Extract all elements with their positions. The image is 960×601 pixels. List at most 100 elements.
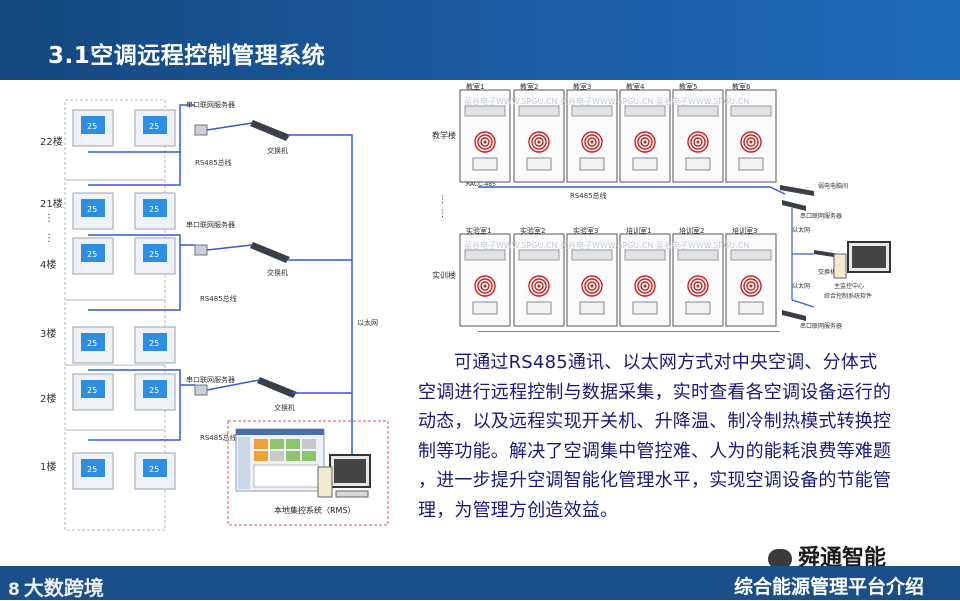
controller-icon <box>633 302 657 314</box>
thermostat-value: 25 <box>87 386 97 395</box>
switch-icon <box>250 242 290 263</box>
footer-title: 综合能源管理平台介绍 <box>734 572 924 599</box>
wireless-dot <box>644 285 647 288</box>
server-label: 串口联网服务器 <box>800 212 842 220</box>
switch-label: 交换机 <box>818 268 836 276</box>
ethernet-label: 以太网 <box>792 226 810 234</box>
thermostat-value: 25 <box>149 386 159 395</box>
controller-icon <box>633 158 657 170</box>
room-label: 教室2 <box>520 82 538 91</box>
thermostat-value: 25 <box>87 250 97 259</box>
controller-icon <box>527 158 551 170</box>
text-line: 制等功能。解决了空调集中管控难、人为的能耗浪费等难题 <box>418 437 923 467</box>
switch-icon <box>250 120 290 141</box>
ac-unit-icon <box>678 250 718 260</box>
server-label: 串口联网服务器 <box>800 322 842 330</box>
controller-icon <box>739 158 763 170</box>
logo-text: 大数跨境 <box>24 576 104 600</box>
page-title: 3.1空调远程控制管理系统 <box>48 36 325 70</box>
watermark: 蓝谷电子WWW.SPGU.CN 蓝谷电子WWW.SPGU.CN 蓝谷电子WWW.… <box>464 240 749 250</box>
wireless-dot <box>644 141 647 144</box>
wireless-dot <box>697 141 700 144</box>
room-label: 实验室2 <box>520 226 545 235</box>
bus-label: RS485总线 <box>200 433 237 442</box>
ac-unit-icon <box>625 106 665 116</box>
text-line: 理，为管理方创造效益。 <box>418 496 923 526</box>
controller-icon <box>739 302 763 314</box>
thermostat-value: 25 <box>149 465 159 474</box>
svg-text:⋮: ⋮ <box>44 213 54 224</box>
ac-unit-icon <box>731 106 771 116</box>
ethernet-label: 以太网 <box>792 282 810 290</box>
wireless-dot <box>484 285 487 288</box>
switch-icon <box>257 377 297 398</box>
room-label: 培训室1 <box>626 226 651 235</box>
server-label: 串口联网服务器 <box>186 220 235 229</box>
controller-icon <box>686 158 710 170</box>
controller-icon <box>580 302 604 314</box>
ac-unit-icon <box>572 106 612 116</box>
thermostat-value: 25 <box>87 465 97 474</box>
header-bar: 3.1空调远程控制管理系统 <box>0 0 960 80</box>
floor-label: 22楼 <box>40 135 63 148</box>
text-line: ，进一步提升空调智能化管理水平，实现空调设备的节能管 <box>418 466 923 496</box>
weak-room-label: 弱电电脑间 <box>818 182 848 190</box>
serial-server-icon <box>195 125 207 135</box>
room-label: 实验室1 <box>466 226 491 235</box>
serial-server-icon <box>195 245 207 255</box>
computer-icon <box>318 455 370 497</box>
ac-unit-icon <box>625 250 665 260</box>
room-label: 培训室2 <box>679 226 704 235</box>
floor-label: 2楼 <box>40 392 56 405</box>
ac-unit-icon <box>519 106 559 116</box>
thermostat-value: 25 <box>87 339 97 348</box>
description-paragraph: 可通过RS485通讯、以太网方式对中央空调、分体式 空调进行远程控制与数据采集，… <box>418 348 923 526</box>
bus-label: RACC-485 <box>466 181 496 188</box>
switch-label: 交换机 <box>274 403 295 412</box>
controller-icon <box>473 302 497 314</box>
floor-label: 3楼 <box>40 327 56 340</box>
text-line: 动态，以及远程实现开关机、升降温、制冷制热模式转换控 <box>418 407 923 437</box>
controller-icon <box>527 302 551 314</box>
ac-unit-icon <box>465 106 505 116</box>
thermostat-value: 25 <box>87 205 97 214</box>
floor-label: 1楼 <box>40 460 56 473</box>
switch-label: 交换机 <box>267 146 288 155</box>
wireless-dot <box>591 285 594 288</box>
room-label: 实验室3 <box>573 226 598 235</box>
monitor-software-label: 综合控制系统软件 <box>824 292 872 300</box>
wireless-dot <box>591 141 594 144</box>
server-label: 串口联网服务器 <box>186 100 235 109</box>
wireless-dot <box>538 141 541 144</box>
thermostat-value: 25 <box>149 339 159 348</box>
ac-unit-icon <box>731 250 771 260</box>
wireless-dot <box>750 141 753 144</box>
wireless-dot <box>484 141 487 144</box>
room-label: 教室6 <box>732 82 751 91</box>
rms-label: 本地集控系统（RMS） <box>274 505 356 515</box>
room-label: 教室4 <box>626 82 645 91</box>
room-label: 培训室3 <box>732 226 757 235</box>
text-line: 可通过RS485通讯、以太网方式对中央空调、分体式 <box>418 348 923 378</box>
monitor-center-label: 主监控中心 <box>834 282 864 290</box>
ac-unit-icon <box>465 250 505 260</box>
wireless-dot <box>750 285 753 288</box>
bus-label: RS485总线 <box>570 191 607 200</box>
ac-unit-icon <box>519 250 559 260</box>
bus-label: RS485总线 <box>200 294 237 303</box>
server-label: 串口联网服务器 <box>186 375 235 384</box>
logo-badge: 8 <box>8 580 20 600</box>
thermostat-value: 25 <box>149 250 159 259</box>
switch-label: 交换机 <box>267 268 288 277</box>
svg-text:⋮: ⋮ <box>438 195 447 205</box>
svg-text:⋮: ⋮ <box>44 233 54 244</box>
controller-icon <box>473 158 497 170</box>
rms-screenshot-icon <box>236 429 324 491</box>
floor-label: 4楼 <box>40 258 56 271</box>
text-line: 空调进行远程控制与数据采集，实时查看各空调设备运行的 <box>418 378 923 408</box>
bus-label: RS485总线 <box>195 158 232 167</box>
thermostat-value: 25 <box>149 205 159 214</box>
